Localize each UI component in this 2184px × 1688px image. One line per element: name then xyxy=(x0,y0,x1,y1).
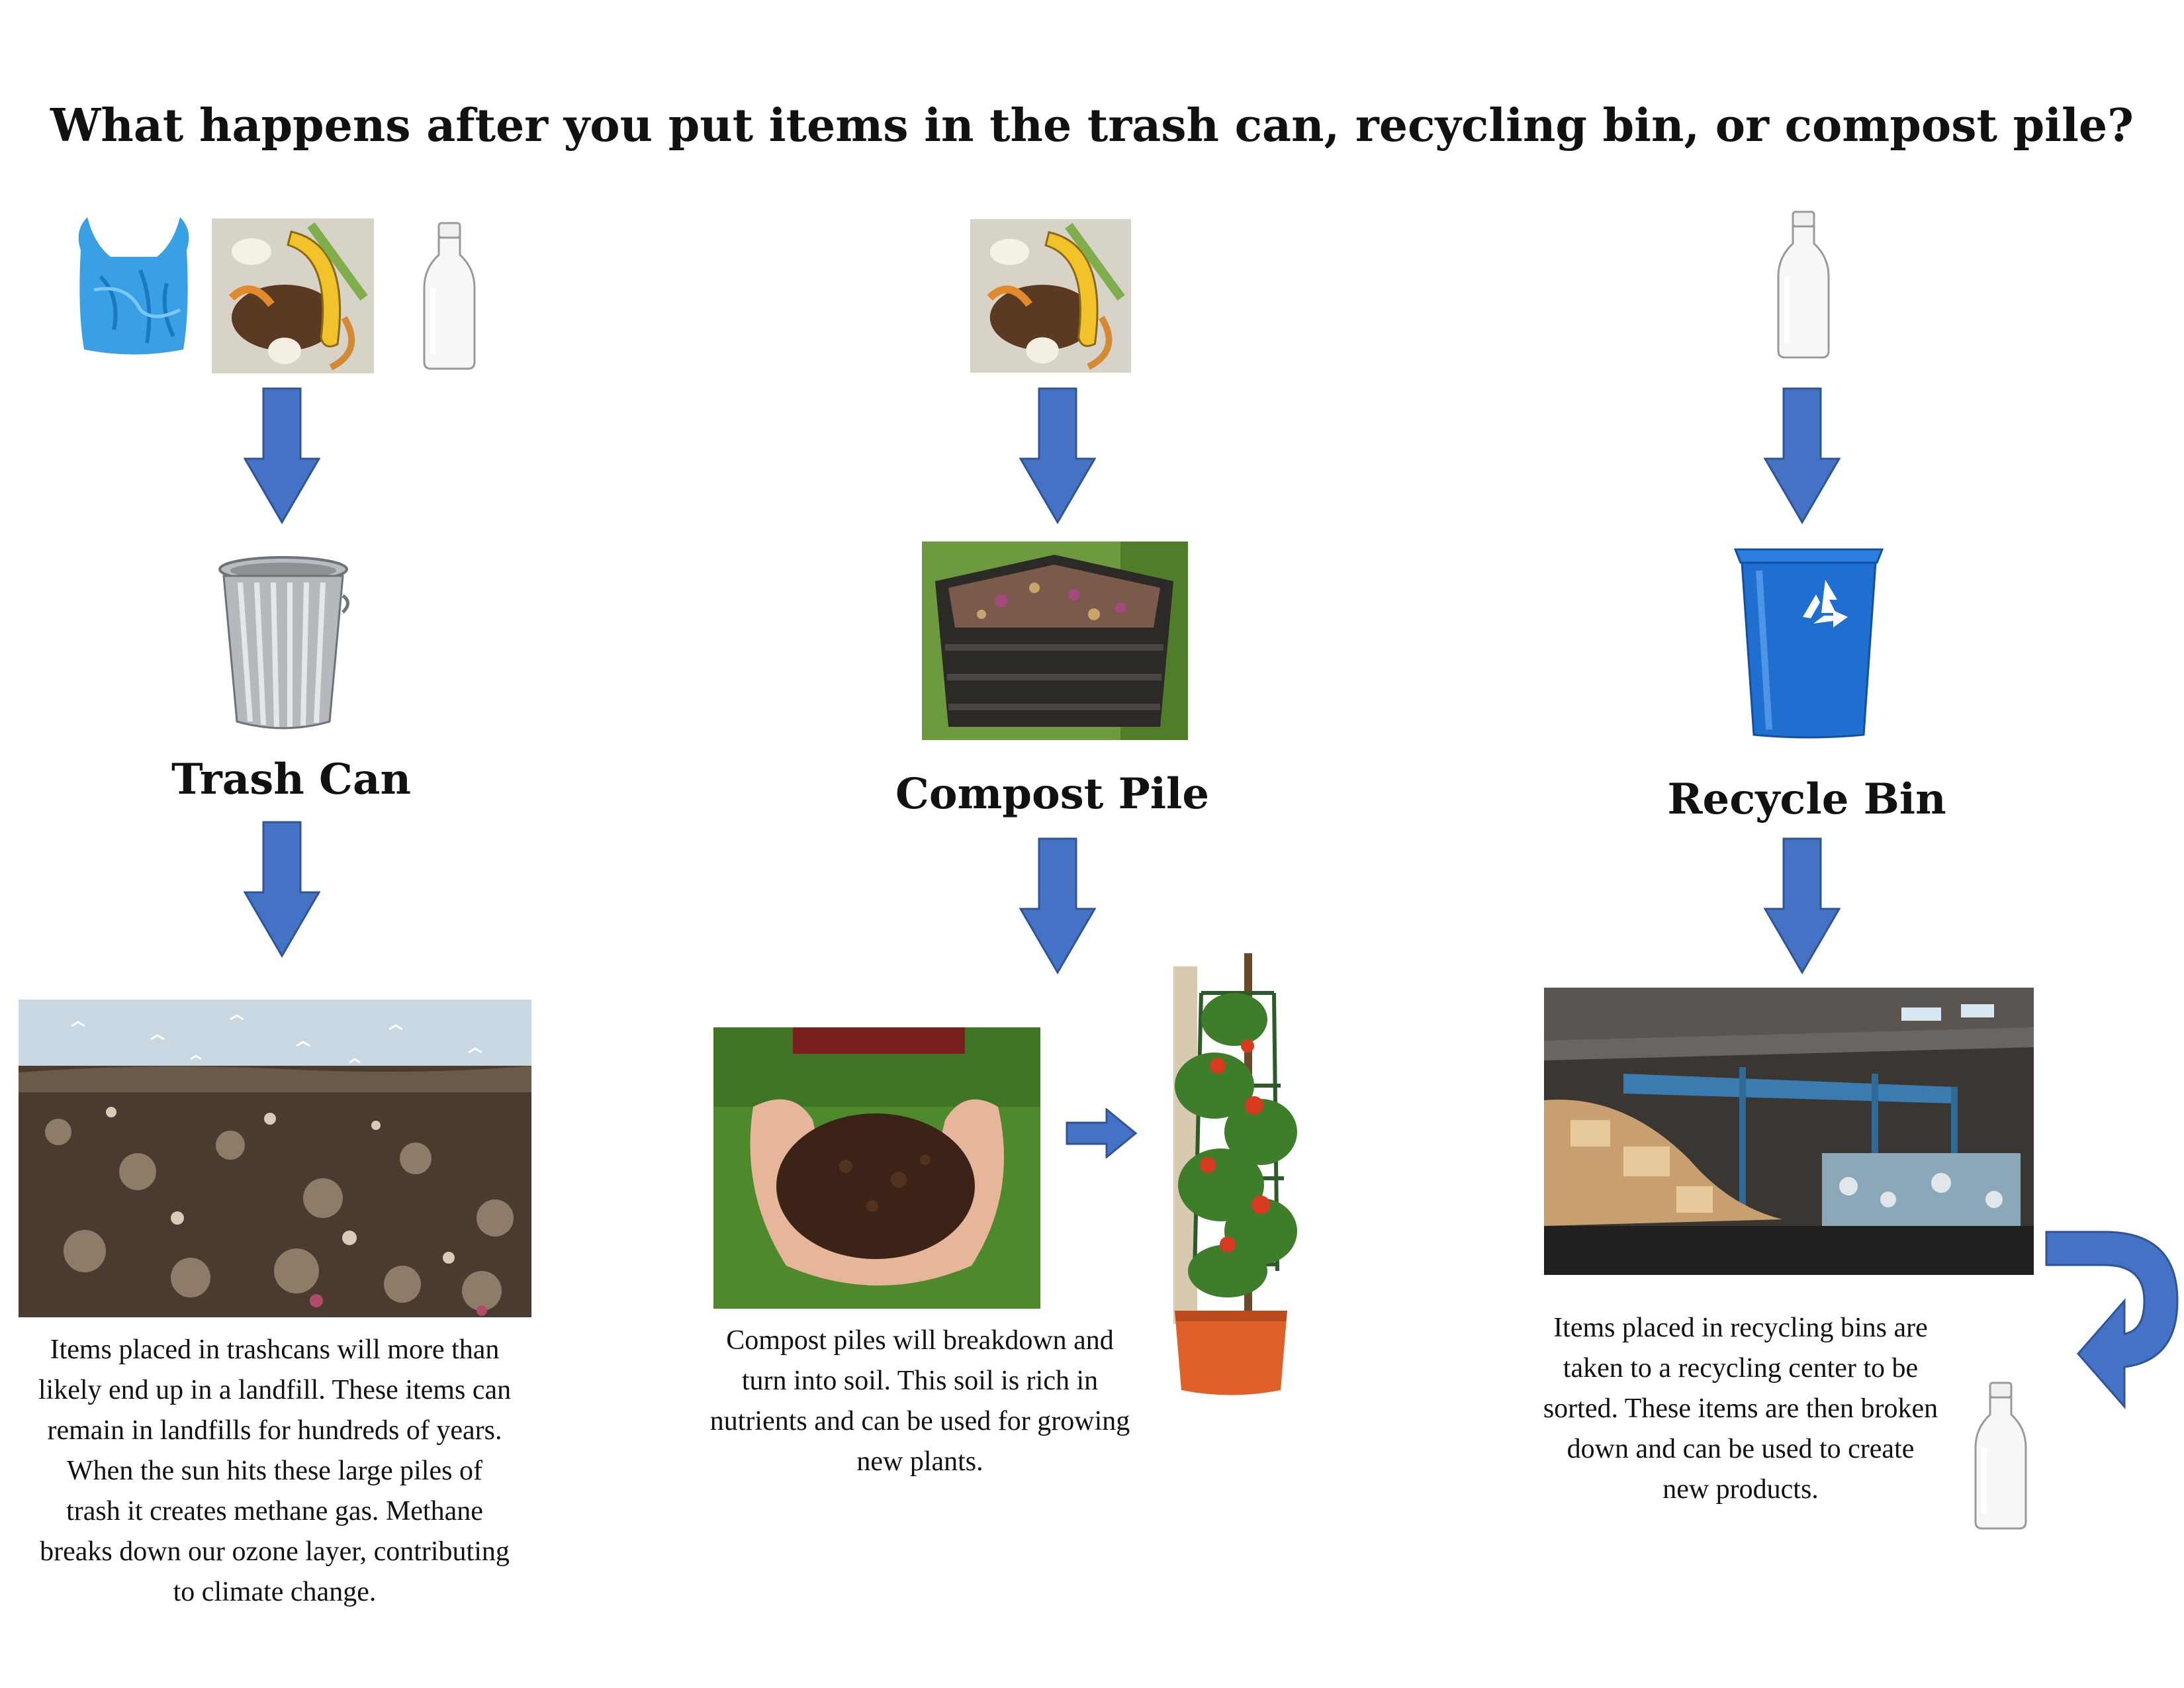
page-title: What happens after you put items in the … xyxy=(50,99,2134,152)
landfill-image xyxy=(19,1000,531,1317)
trash-can-label: Trash Can xyxy=(171,755,411,804)
recycle-description: Items placed in recycling bins are taken… xyxy=(1543,1313,1938,1505)
plastic-bag-icon xyxy=(78,217,189,355)
soil-in-hands-image xyxy=(713,1027,1040,1309)
down-arrow-icon xyxy=(244,821,320,958)
glass-bottle-icon xyxy=(423,222,476,370)
compost-bin-icon xyxy=(922,541,1188,740)
glass-bottle-icon xyxy=(1777,211,1830,359)
down-arrow-icon xyxy=(1764,387,1841,524)
recycle-bin-label: Recycle Bin xyxy=(1667,774,1946,824)
tomato-plant-image xyxy=(1173,953,1297,1395)
compost-pile-label: Compost Pile xyxy=(895,769,1210,819)
trash-description: Items placed in trashcans will more than… xyxy=(38,1335,512,1607)
down-arrow-icon xyxy=(1019,387,1096,524)
curved-arrow-icon xyxy=(2045,1231,2179,1409)
down-arrow-icon xyxy=(1019,837,1096,974)
recycle-symbol-icon xyxy=(1803,580,1848,628)
glass-bottle-icon xyxy=(1974,1382,2027,1530)
down-arrow-icon xyxy=(1764,837,1841,974)
food-scraps-icon xyxy=(212,218,374,373)
trash-can-icon xyxy=(218,556,349,729)
compost-description: Compost piles will breakdown and turn in… xyxy=(709,1325,1130,1477)
recycle-bin-icon xyxy=(1733,548,1884,739)
right-arrow-icon xyxy=(1066,1108,1138,1158)
down-arrow-icon xyxy=(244,387,320,524)
food-scraps-icon xyxy=(970,218,1131,373)
recycling-center-image xyxy=(1544,988,2034,1275)
